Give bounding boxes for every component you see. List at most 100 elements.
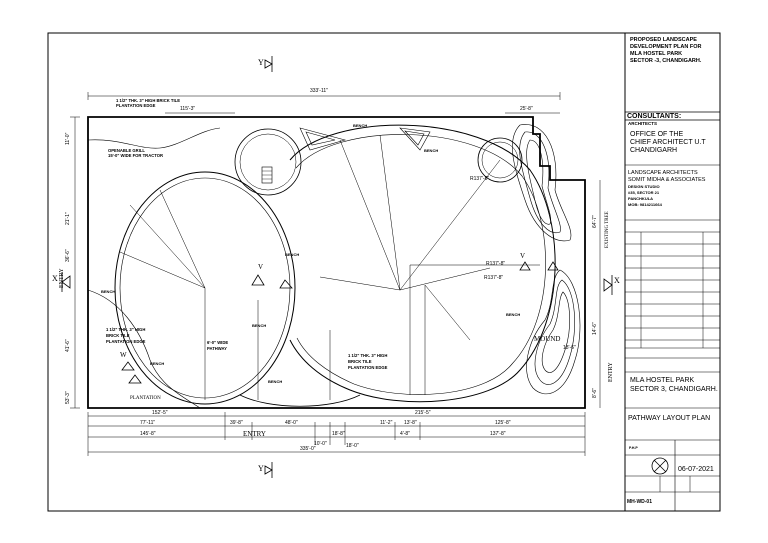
sheet-border <box>47 32 721 512</box>
drawing-date: 06-07-2021 <box>678 466 714 473</box>
plantation-bottom-left <box>87 289 201 409</box>
entry-label-left: ENTRY <box>59 268 65 288</box>
grill-note-line-1: OPENABLE GRILL <box>108 148 145 153</box>
bottom-dim-r2-b: 39'-8" <box>230 420 243 426</box>
pathway-label-line-2: PATHWAY <box>207 346 227 351</box>
entry-label-right: ENTRY <box>608 362 614 382</box>
bottom-dim-r2-f: 125'-8" <box>495 420 511 426</box>
project-title-line-1: PROPOSED LANDSCAPE <box>630 37 697 43</box>
edge-note-top-line-2: PLANTATION EDGE <box>116 103 156 108</box>
edge-note-bottom-line-2: BRICK TILE <box>348 359 372 364</box>
edge-note-left-line-2: BRICK TILE <box>106 333 130 338</box>
top-right-circle <box>477 137 523 183</box>
right-dim-2: 8'-6" <box>592 388 598 398</box>
bottom-dim-r2-d: 11'-2" <box>380 420 393 426</box>
consultants-heading: CONSULTANTS: <box>627 113 682 120</box>
radius-label-2: R137'-8" <box>486 261 506 267</box>
grill-note-line-2: 15'-0" WIDE FOR TRACTOR <box>108 153 164 158</box>
plantation-label: PLANTATION <box>130 396 161 401</box>
bench-label-left: BENCH <box>101 289 116 294</box>
bottom-dim-r3-a: 145'-8" <box>140 431 156 437</box>
bench-label-bottom: BENCH <box>268 379 283 384</box>
edge-note-left-line-1: 1 1/2" THK. 3" HIGH <box>106 327 146 332</box>
section-x-left: X <box>52 274 58 283</box>
project-title-line-3: MLA HOSTEL PARK <box>630 51 683 57</box>
landscape-firm-line-2: SOMIT MIDHA & ASSOCIATES <box>628 177 706 183</box>
landscape-firm-line-1: LANDSCAPE ARCHITECTS <box>628 170 698 176</box>
bottom-dim-r4-a: 10'-0" <box>314 441 327 447</box>
bench-label-center: BENCH <box>285 252 300 257</box>
right-dim-1: 14'-6" <box>592 322 598 335</box>
bottom-pathway <box>239 394 361 407</box>
edge-note-bottom-line-3: PLANTATION EDGE <box>348 365 388 370</box>
firm-address-line-3: PANCHKULA <box>628 196 654 201</box>
mound-label: MOUND <box>534 335 561 343</box>
radius-label-3: R137'-8" <box>484 275 504 281</box>
radius-label-1: R137'-8" <box>470 176 490 182</box>
firm-address-line-1: DESIGN STUDIO <box>628 184 660 189</box>
right-dim-3: 64'-7" <box>592 215 598 228</box>
bench-label-top-right: BENCH <box>424 148 439 153</box>
revision-table <box>625 231 720 349</box>
mound-bottom-right <box>526 269 581 395</box>
bottom-dim-r1-b: 215'-5" <box>415 410 431 416</box>
architect-office-line-3: CHANDIGARH <box>630 147 678 154</box>
bottom-dim-r1-a: 152'-5" <box>152 410 168 416</box>
section-y-top: Y <box>258 58 264 67</box>
section-v-marker: V <box>258 263 264 271</box>
site-boundary <box>87 116 586 409</box>
edge-note-top-line-1: 1 1/2" THK. 3" HIGH BRICK TILE <box>116 98 181 103</box>
bench-label-bottom-left: BENCH <box>150 361 165 366</box>
section-x-right: X <box>614 276 620 285</box>
dimension-lines <box>70 92 601 456</box>
radius-lines <box>119 134 540 400</box>
project-title-line-2: DEVELOPMENT PLAN FOR <box>630 44 702 50</box>
edge-note-bottom-line-1: 1 1/2" THK. 3" HIGH <box>348 353 388 358</box>
bottom-dim-r2-e: 13'-8" <box>404 420 417 426</box>
mound-top-right <box>512 124 572 242</box>
top-dim-right: 25'-8" <box>520 106 533 112</box>
drawing-project-line-1: MLA HOSTEL PARK <box>630 377 695 384</box>
drawing-number: MH-WD-01 <box>627 499 652 505</box>
left-dim-1: 11'-0" <box>65 132 71 145</box>
triangle-planter <box>299 127 431 151</box>
drawing-project-line-2: SECTOR 3, CHANDIGARH. <box>630 386 718 393</box>
drawing-title: PATHWAY LAYOUT PLAN <box>628 415 711 422</box>
left-dim-3: 36'-6" <box>65 249 71 262</box>
firm-address-line-2: #35, SECTOR 21 <box>628 190 660 195</box>
bench-label-top: BENCH <box>353 123 368 128</box>
bottom-dim-r3-b: 18'-8" <box>332 431 345 437</box>
architect-office-line-2: CHIEF ARCHITECT U.T <box>630 139 706 146</box>
plantation-top-left <box>87 127 221 149</box>
entry-label-bottom: ENTRY <box>243 430 266 438</box>
mound-dim: 18'-6" <box>563 345 576 351</box>
north-arrow-icon <box>651 457 669 475</box>
firm-address-line-4: MOB: 9814211664 <box>628 202 662 207</box>
pathway-label-line-1: 6'-0" WIDE <box>207 340 229 345</box>
section-marker-icon <box>61 56 613 478</box>
existing-tree-label: EXISTING TREE <box>605 211 610 248</box>
overall-width-bottom: 335'-0" <box>300 446 316 452</box>
job-number: P.H.P <box>629 446 638 450</box>
bottom-dim-r4-b: 18'-0" <box>346 443 359 449</box>
gazebo-circle <box>234 128 302 196</box>
bottom-dim-r3-d: 137'-8" <box>490 431 506 437</box>
top-dim-left: 115'-3" <box>180 106 196 112</box>
section-y-bottom: Y <box>258 464 264 473</box>
left-dim-2: 21'-1" <box>65 212 71 225</box>
section-v-marker-right: V <box>520 252 526 260</box>
bottom-dim-r3-c: 4'-8" <box>400 431 410 437</box>
architects-label: ARCHITECTS <box>628 121 657 126</box>
left-dim-4: 41'-6" <box>65 339 71 352</box>
edge-note-left-line-3: PLANTATION EDGE <box>106 339 146 344</box>
section-w-marker: W <box>120 351 127 359</box>
left-dim-5: 53'-3" <box>65 391 71 404</box>
architect-office-line-1: OFFICE OF THE <box>630 131 684 138</box>
bottom-dim-r2-a: 77'-11" <box>140 420 156 426</box>
overall-width-top: 333'-11" <box>310 88 328 94</box>
bench-label-lower: BENCH <box>252 323 267 328</box>
project-title-line-4: SECTOR -3, CHANDIGARH. <box>630 58 702 64</box>
bottom-dim-r2-c: 48'-0" <box>285 420 298 426</box>
bench-label-right: BENCH <box>506 312 521 317</box>
